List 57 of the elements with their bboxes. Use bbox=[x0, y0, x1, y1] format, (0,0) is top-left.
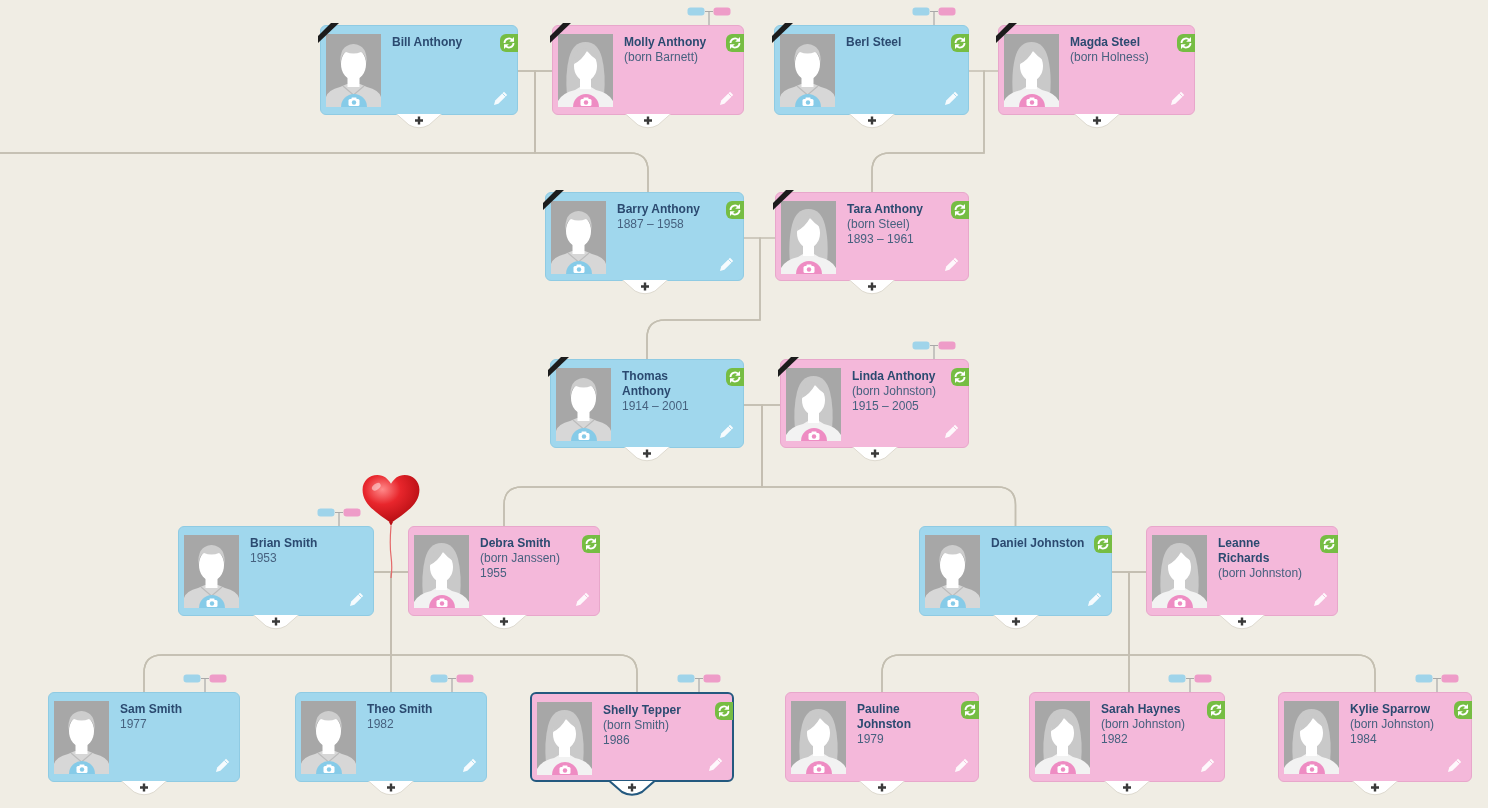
person-card bbox=[178, 526, 374, 616]
person-detail: (born Johnston) bbox=[1218, 566, 1304, 581]
person-card bbox=[774, 25, 969, 115]
person-card bbox=[998, 25, 1195, 115]
person-detail: 1982 bbox=[1101, 732, 1129, 747]
person-name: Sam Smith bbox=[120, 702, 183, 717]
person-card bbox=[550, 359, 744, 448]
person-name: Thomas Anthony bbox=[622, 369, 672, 399]
person-card bbox=[780, 359, 969, 448]
person-detail: 1986 bbox=[603, 733, 631, 748]
person-card bbox=[552, 25, 744, 115]
person-name: Molly Anthony bbox=[624, 35, 708, 50]
person-detail: (born Smith) bbox=[603, 718, 671, 733]
person-detail: 1914 – 2001 bbox=[622, 399, 690, 414]
person-detail: (born Janssen) bbox=[480, 551, 562, 566]
person-name: Daniel Johnston bbox=[991, 536, 1086, 551]
person-name: Tara Anthony bbox=[847, 202, 924, 217]
person-card bbox=[530, 692, 734, 782]
person-card bbox=[785, 692, 979, 782]
person-detail: 1955 bbox=[480, 566, 508, 581]
person-card bbox=[48, 692, 240, 782]
person-card bbox=[545, 192, 744, 281]
person-name: Barry Anthony bbox=[617, 202, 701, 217]
person-name: Bill Anthony bbox=[392, 35, 464, 50]
person-name: Pauline Johnston bbox=[857, 702, 912, 732]
person-card bbox=[408, 526, 600, 616]
person-name: Berl Steel bbox=[846, 35, 903, 50]
person-name: Debra Smith bbox=[480, 536, 552, 551]
person-detail: 1979 bbox=[857, 732, 885, 747]
person-detail: (born Barnett) bbox=[624, 50, 700, 65]
person-detail: (born Johnston) bbox=[1101, 717, 1187, 732]
person-card bbox=[1029, 692, 1225, 782]
person-detail: 1915 – 2005 bbox=[852, 399, 920, 414]
person-card bbox=[1146, 526, 1338, 616]
person-detail: (born Johnston) bbox=[1350, 717, 1436, 732]
person-detail: 1887 – 1958 bbox=[617, 217, 685, 232]
person-name: Shelly Tepper bbox=[603, 703, 682, 718]
person-card bbox=[295, 692, 487, 782]
person-name: Theo Smith bbox=[367, 702, 434, 717]
person-card bbox=[919, 526, 1112, 616]
person-name: Brian Smith bbox=[250, 536, 319, 551]
person-name: Magda Steel bbox=[1070, 35, 1142, 50]
person-detail: 1982 bbox=[367, 717, 395, 732]
person-name: Linda Anthony bbox=[852, 369, 937, 384]
person-name: Sarah Haynes bbox=[1101, 702, 1182, 717]
person-detail: 1977 bbox=[120, 717, 148, 732]
person-detail: 1953 bbox=[250, 551, 278, 566]
person-name: Leanne Richards bbox=[1218, 536, 1271, 566]
person-card bbox=[775, 192, 969, 281]
person-name: Kylie Sparrow bbox=[1350, 702, 1432, 717]
person-detail: 1984 bbox=[1350, 732, 1378, 747]
person-detail: (born Holness) bbox=[1070, 50, 1150, 65]
person-detail: 1893 – 1961 bbox=[847, 232, 915, 247]
person-detail: (born Johnston) bbox=[852, 384, 938, 399]
person-card bbox=[1278, 692, 1472, 782]
person-detail: (born Steel) bbox=[847, 217, 911, 232]
person-card bbox=[320, 25, 518, 115]
